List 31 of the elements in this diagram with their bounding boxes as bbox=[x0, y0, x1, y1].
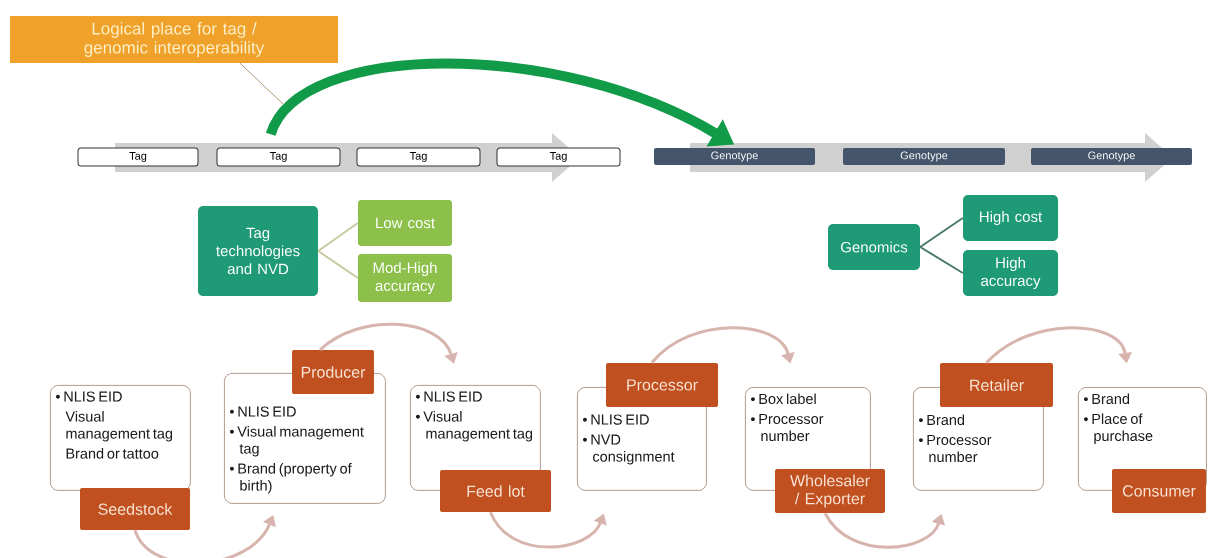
rounded-box: High accuracy bbox=[963, 250, 1058, 296]
stage-label: Retailer bbox=[940, 363, 1053, 407]
curved-arrow bbox=[985, 326, 1133, 364]
stage-label: Processor bbox=[606, 363, 718, 407]
rounded-box: Genomics bbox=[828, 224, 920, 270]
connector-line bbox=[919, 217, 964, 248]
leader-line bbox=[239, 62, 284, 105]
bullet-list-box: • NLIS EID Visual management tag Brand or tattoo bbox=[50, 385, 191, 491]
tag-box: Tag bbox=[77, 147, 199, 167]
connector-line bbox=[317, 250, 359, 279]
curved-arrow bbox=[489, 511, 607, 549]
callout-box: Logical place for tag / genomic interoperability bbox=[10, 16, 338, 63]
connector-line bbox=[919, 246, 964, 274]
genotype-box: Genotype bbox=[843, 148, 1005, 165]
curved-arrow bbox=[650, 326, 795, 364]
tag-box: Tag bbox=[356, 147, 481, 167]
genotype-box: Genotype bbox=[654, 148, 815, 165]
stage-label: Seedstock bbox=[80, 488, 190, 530]
curved-arrow bbox=[133, 515, 276, 558]
rounded-box: Low cost bbox=[358, 200, 452, 246]
rounded-box: Mod-High accuracy bbox=[358, 254, 452, 302]
rounded-box: Tag technologies and NVD bbox=[198, 206, 318, 296]
genotype-box: Genotype bbox=[1031, 148, 1192, 165]
stage-label: Wholesaler / Exporter bbox=[775, 469, 885, 513]
stage-label: Consumer bbox=[1112, 469, 1206, 513]
stage-label: Feed lot bbox=[440, 470, 551, 512]
stage-label: Producer bbox=[292, 350, 374, 394]
connector-line bbox=[317, 222, 359, 252]
rounded-box: High cost bbox=[963, 195, 1058, 241]
tag-box: Tag bbox=[496, 147, 621, 167]
tag-box: Tag bbox=[216, 147, 341, 167]
